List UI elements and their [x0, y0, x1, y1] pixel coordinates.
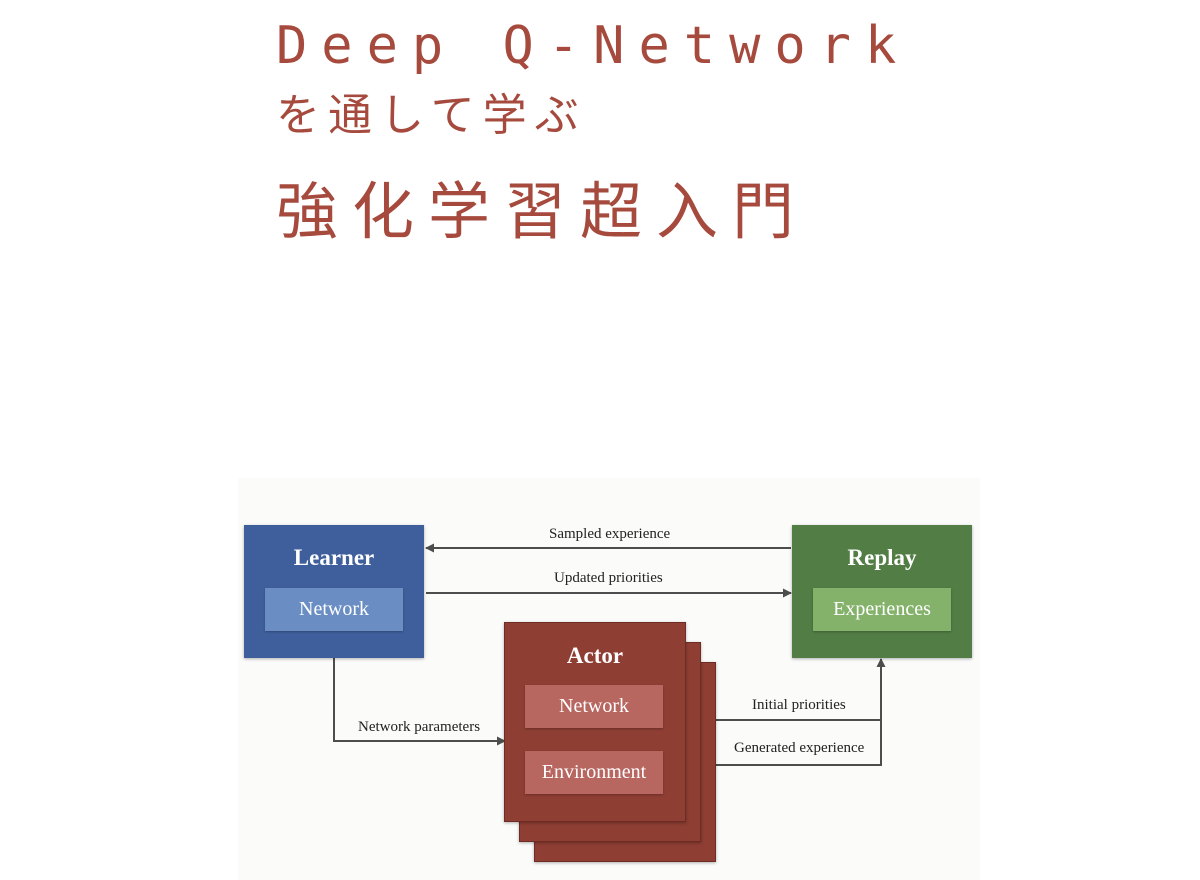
actor-environment-box: Environment	[525, 751, 663, 794]
actor-network-box: Network	[525, 685, 663, 728]
learner-network-box: Network	[265, 588, 403, 631]
initial-priorities-label: Initial priorities	[752, 697, 846, 713]
sampled-experience-label: Sampled experience	[549, 526, 671, 542]
learner-node: Learner Network	[244, 525, 424, 658]
generated-experience-arrow	[714, 658, 886, 766]
network-parameters-arrow	[333, 658, 506, 746]
replay-node: Replay Experiences	[792, 525, 972, 658]
title-line-2: を通して学ぶ	[276, 90, 587, 141]
actor-node: Actor Network Environment	[504, 622, 686, 822]
replay-experiences-box: Experiences	[813, 588, 951, 631]
diagram-edges	[333, 543, 886, 766]
learner-title: Learner	[293, 545, 375, 570]
updated-priorities-label: Updated priorities	[554, 570, 663, 586]
generated-experience-label: Generated experience	[734, 740, 865, 756]
actor-title: Actor	[566, 643, 624, 668]
architecture-diagram: Learner Network Replay Experiences Actor…	[238, 478, 980, 880]
title-line-3: 強化学習超入門	[276, 175, 809, 248]
replay-title: Replay	[847, 545, 917, 570]
title-line-1: Deep Q-Network	[276, 16, 911, 76]
network-parameters-label: Network parameters	[358, 719, 481, 735]
